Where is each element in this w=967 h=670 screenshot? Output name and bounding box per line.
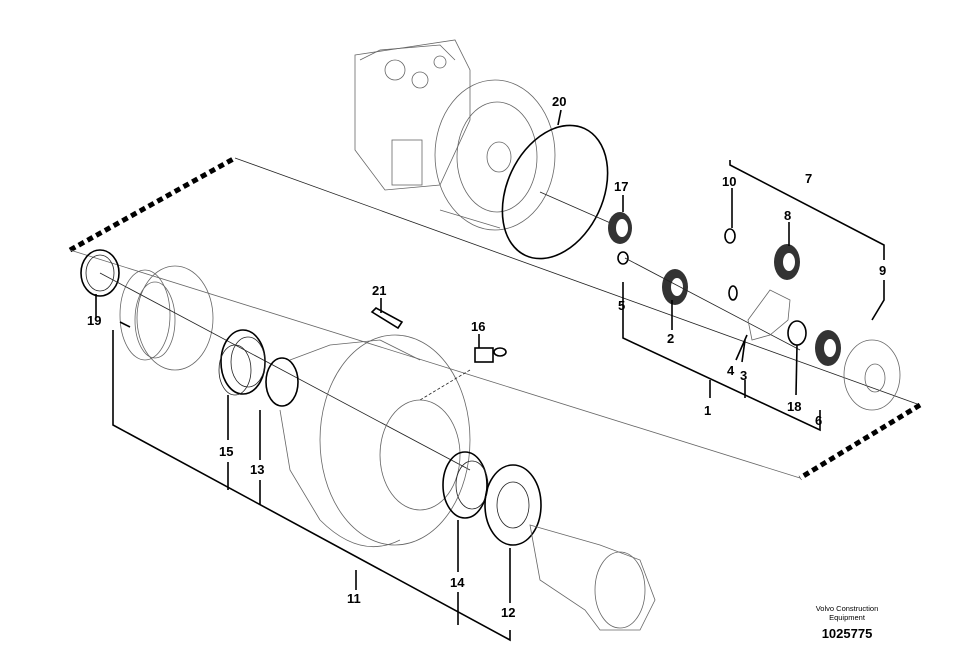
callout-14: 14: [450, 575, 465, 590]
callout-20: 20: [552, 94, 566, 109]
callout-11: 11: [347, 591, 361, 606]
callout-17: 17: [614, 179, 628, 194]
callout-2: 2: [667, 331, 674, 346]
brand-line-1: Volvo Construction: [815, 604, 879, 613]
callout-15: 15: [219, 444, 233, 459]
callout-21: 21: [372, 283, 386, 298]
seal-ring-part-19: [80, 249, 120, 297]
ring-part-13: [265, 357, 299, 407]
callout-4: 4: [727, 363, 735, 378]
gearbox-housing: [279, 334, 471, 547]
callout-labels: 1 2 3 4 5 6 7 8 9 10 11 12 13 14 15 16 1…: [87, 94, 886, 620]
leader-lines: [95, 109, 885, 642]
output-shaft: [529, 524, 656, 631]
callout-16: 16: [471, 319, 485, 334]
callout-7: 7: [805, 171, 812, 186]
planetary-gears: [608, 212, 841, 366]
o-ring-part-20: [501, 124, 609, 260]
callout-6: 6: [815, 413, 822, 428]
callout-19: 19: [87, 313, 101, 328]
carrier-plate: [843, 339, 901, 411]
document-number: 1025775: [821, 626, 873, 641]
callout-13: 13: [250, 462, 264, 477]
document-footer: Volvo Construction Equipment 1025775: [795, 604, 899, 641]
planet-carrier-part-3: [747, 289, 791, 341]
brand-line-2: Equipment: [829, 613, 865, 622]
bolt-part-21: [370, 307, 404, 330]
fitting-part-16: [419, 347, 507, 401]
callout-5: 5: [618, 298, 625, 313]
hydraulic-motor-housing: [354, 39, 556, 231]
callout-10: 10: [722, 174, 736, 189]
callout-12: 12: [501, 605, 515, 620]
callout-8: 8: [784, 208, 791, 223]
callout-9: 9: [879, 263, 886, 278]
callout-1: 1: [704, 403, 711, 418]
bearing-part-14: [442, 451, 489, 519]
washer-part-12: [484, 464, 542, 546]
callout-3: 3: [740, 368, 747, 383]
bearing-part-15: [218, 329, 266, 396]
callout-18: 18: [787, 399, 801, 414]
assembly-dashed-boundary: [68, 155, 922, 481]
ring-gear: [119, 265, 214, 371]
